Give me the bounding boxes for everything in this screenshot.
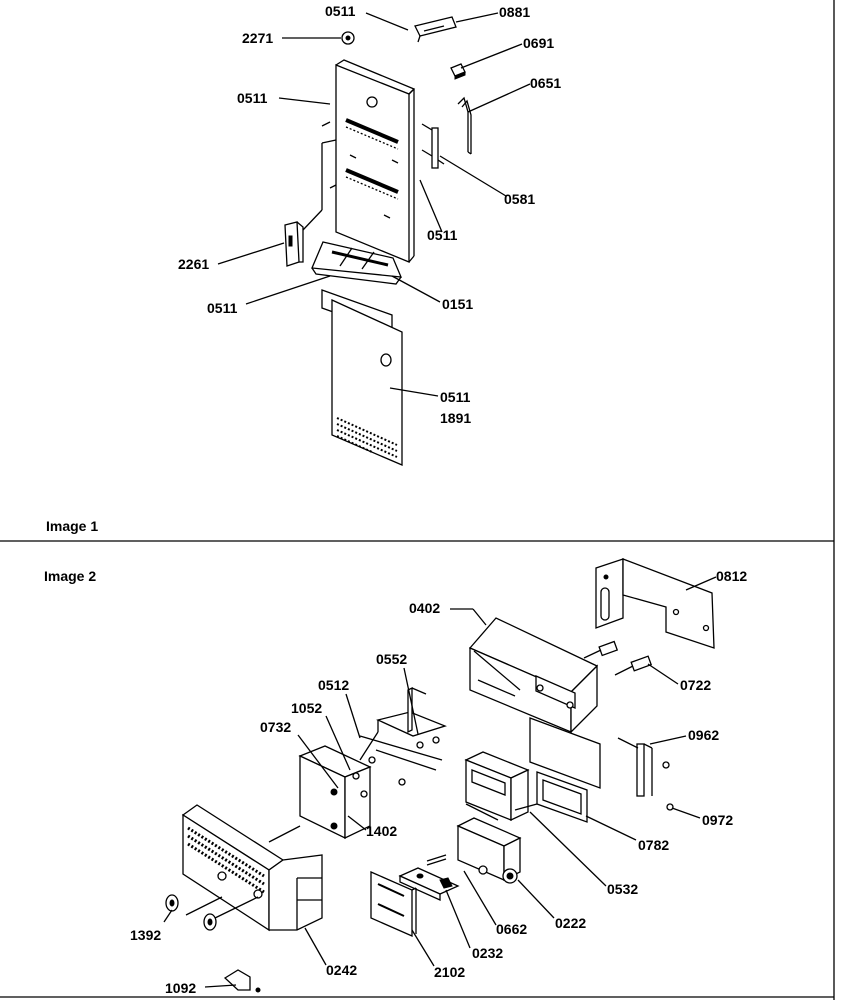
- part-shelf: [311, 241, 403, 285]
- part-guide: [421, 123, 445, 169]
- part-retainer: [617, 737, 674, 811]
- part-mounting-bracket: [595, 558, 715, 649]
- callout-label: 0732: [260, 719, 291, 735]
- callout-label: 0812: [716, 568, 747, 584]
- part-bent-strip: [457, 96, 472, 155]
- callout-label: 0722: [680, 677, 711, 693]
- part-screw: [426, 854, 488, 875]
- callouts-2: 0812 0402 0552 0512 1052 0732 0722 0962 …: [130, 568, 747, 996]
- callout-label: 0552: [376, 651, 407, 667]
- leader-lines-1: [217, 12, 531, 397]
- callout-label: 2102: [434, 964, 465, 980]
- callout-label: 0962: [688, 727, 719, 743]
- part-knobs: [165, 894, 217, 931]
- part-housing: [468, 617, 599, 734]
- callout-label: 1402: [366, 823, 397, 839]
- callout-label: 0402: [409, 600, 440, 616]
- callout-label: 1392: [130, 927, 161, 943]
- callout-label: 1092: [165, 980, 196, 996]
- part-actuator-bracket: [359, 686, 447, 786]
- assembly-lines-2: [185, 803, 538, 919]
- part-spacers: [583, 640, 653, 676]
- callout-label: 0881: [499, 4, 530, 20]
- part-switch-plate: [370, 871, 417, 937]
- callout-label: 0662: [496, 921, 527, 937]
- callout-label: 0511: [237, 90, 268, 106]
- part-cradle: [464, 751, 530, 822]
- part-grille-panel: [321, 289, 403, 466]
- callout-label: 2271: [242, 30, 273, 46]
- callouts-1: 0511 0881 2271 0691 0511 0651 0581 0511 …: [178, 3, 561, 426]
- callout-label: 0512: [318, 677, 349, 693]
- part-plate: [398, 867, 460, 902]
- part-switch-housing: [298, 745, 376, 840]
- callout-label: 0532: [607, 881, 638, 897]
- callout-label: 1052: [291, 700, 322, 716]
- panel-caption: Image 2: [44, 568, 96, 584]
- callout-label: 0511: [440, 389, 471, 405]
- panel-caption: Image 1: [46, 518, 98, 534]
- part-shim: [529, 717, 601, 789]
- part-frame: [536, 771, 588, 823]
- callout-label: 0691: [523, 35, 554, 51]
- callout-label: 0511: [325, 3, 356, 19]
- part-front-cover: [181, 804, 323, 932]
- part-motor-housing: [456, 817, 522, 884]
- callout-label: 0651: [530, 75, 561, 91]
- leader-lines-2: [163, 576, 717, 988]
- callout-label: 0511: [427, 227, 458, 243]
- callout-label: 0242: [326, 962, 357, 978]
- part-top-bracket: [414, 16, 457, 43]
- callout-label: 2261: [178, 256, 209, 272]
- callout-label: 0581: [504, 191, 535, 207]
- part-clip: [223, 969, 261, 993]
- panel-2: Image 2: [44, 558, 747, 996]
- part-small-block: [450, 63, 466, 80]
- callout-label: 0782: [638, 837, 669, 853]
- callout-label: 0222: [555, 915, 586, 931]
- callout-label: 0511: [207, 300, 238, 316]
- callout-label: 0232: [472, 945, 503, 961]
- panel-1: 0511 0881 2271 0691 0511 0651 0581 0511 …: [46, 3, 561, 534]
- part-nut: [341, 31, 355, 45]
- grille-pattern: [336, 417, 398, 458]
- callout-label: 1891: [440, 410, 471, 426]
- callout-label: 0151: [442, 296, 473, 312]
- part-side-clip: [284, 139, 337, 267]
- callout-label: 0972: [702, 812, 733, 828]
- part-main-panel: [321, 59, 416, 263]
